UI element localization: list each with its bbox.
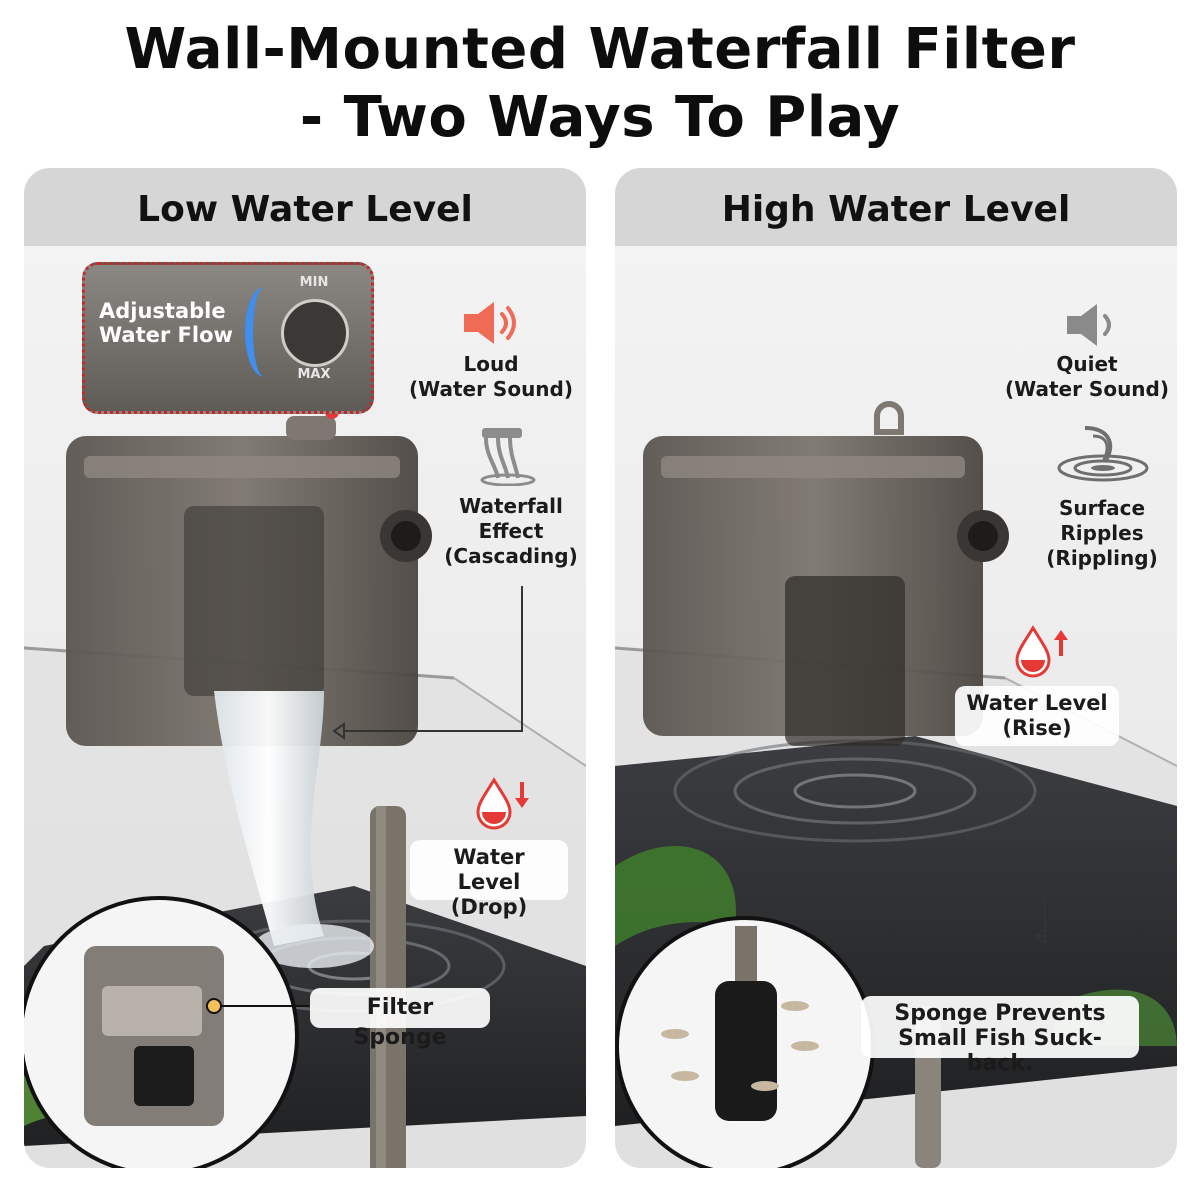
low-water-scene: Adjustable Water Flow MIN MAX Loud (Wate… bbox=[24, 246, 586, 1168]
speaker-loud-icon bbox=[464, 302, 516, 344]
flow-badge-line1: Adjustable bbox=[99, 299, 226, 323]
speaker-quiet-icon bbox=[1067, 304, 1111, 346]
page-title-line1: Wall-Mounted Waterfall Filter bbox=[124, 17, 1076, 82]
ripple-line1: Surface bbox=[1058, 496, 1146, 520]
sponge-line2: Small Fish Suck-back. bbox=[898, 1026, 1102, 1076]
water-drop-down-icon bbox=[476, 777, 529, 830]
ripple-line3: (Rippling) bbox=[1046, 546, 1158, 570]
sponge-line1: Sponge Prevents bbox=[894, 1001, 1106, 1026]
page-title-line2: - Two Ways To Play bbox=[299, 85, 901, 150]
high-water-scene: Quiet (Water Sound) Surface Ripples (Rip… bbox=[615, 246, 1177, 1168]
effect-line3: (Cascading) bbox=[444, 544, 578, 568]
high-water-illustration bbox=[615, 246, 1177, 1168]
quiet-sound-line2: (Water Sound) bbox=[1004, 377, 1169, 401]
low-water-panel: Low Water Level bbox=[24, 168, 586, 1168]
sound-line2: (Water Sound) bbox=[408, 377, 573, 401]
waterfall-icon bbox=[480, 428, 536, 486]
rise-level-line1: Water Level bbox=[966, 691, 1108, 715]
water-level-line2: (Drop) bbox=[450, 895, 528, 919]
curved-arrow-icon bbox=[245, 287, 283, 377]
high-water-panel: High Water Level bbox=[615, 168, 1177, 1168]
ripple-line2: Ripples bbox=[1060, 521, 1144, 545]
water-drop-up-icon bbox=[1015, 625, 1068, 678]
quiet-sound-line1: Quiet bbox=[1056, 352, 1118, 376]
flow-badge-line2: Water Flow bbox=[99, 323, 233, 347]
flow-min-label: MIN bbox=[299, 275, 329, 290]
filter-sponge-tag: Filter Sponge bbox=[310, 988, 490, 1050]
low-water-header: Low Water Level bbox=[24, 168, 586, 246]
surface-ripple-icon bbox=[1057, 426, 1149, 482]
effect-line1: Waterfall bbox=[459, 494, 563, 518]
high-water-header: High Water Level bbox=[615, 168, 1177, 246]
rise-level-line2: (Rise) bbox=[1002, 716, 1072, 740]
sponge-prevents-tag: Sponge Prevents Small Fish Suck-back. bbox=[861, 996, 1139, 1076]
water-level-drop-tag: Water Level (Drop) bbox=[410, 840, 568, 919]
adjustable-flow-badge: Adjustable Water Flow MIN MAX bbox=[82, 262, 374, 414]
flow-dial-icon bbox=[281, 299, 349, 367]
flow-max-label: MAX bbox=[297, 367, 331, 382]
water-level-rise-tag: Water Level (Rise) bbox=[955, 686, 1119, 746]
water-level-line1: Water Level bbox=[453, 845, 525, 894]
effect-line2: Effect bbox=[478, 519, 544, 543]
sound-line1: Loud bbox=[463, 352, 519, 376]
